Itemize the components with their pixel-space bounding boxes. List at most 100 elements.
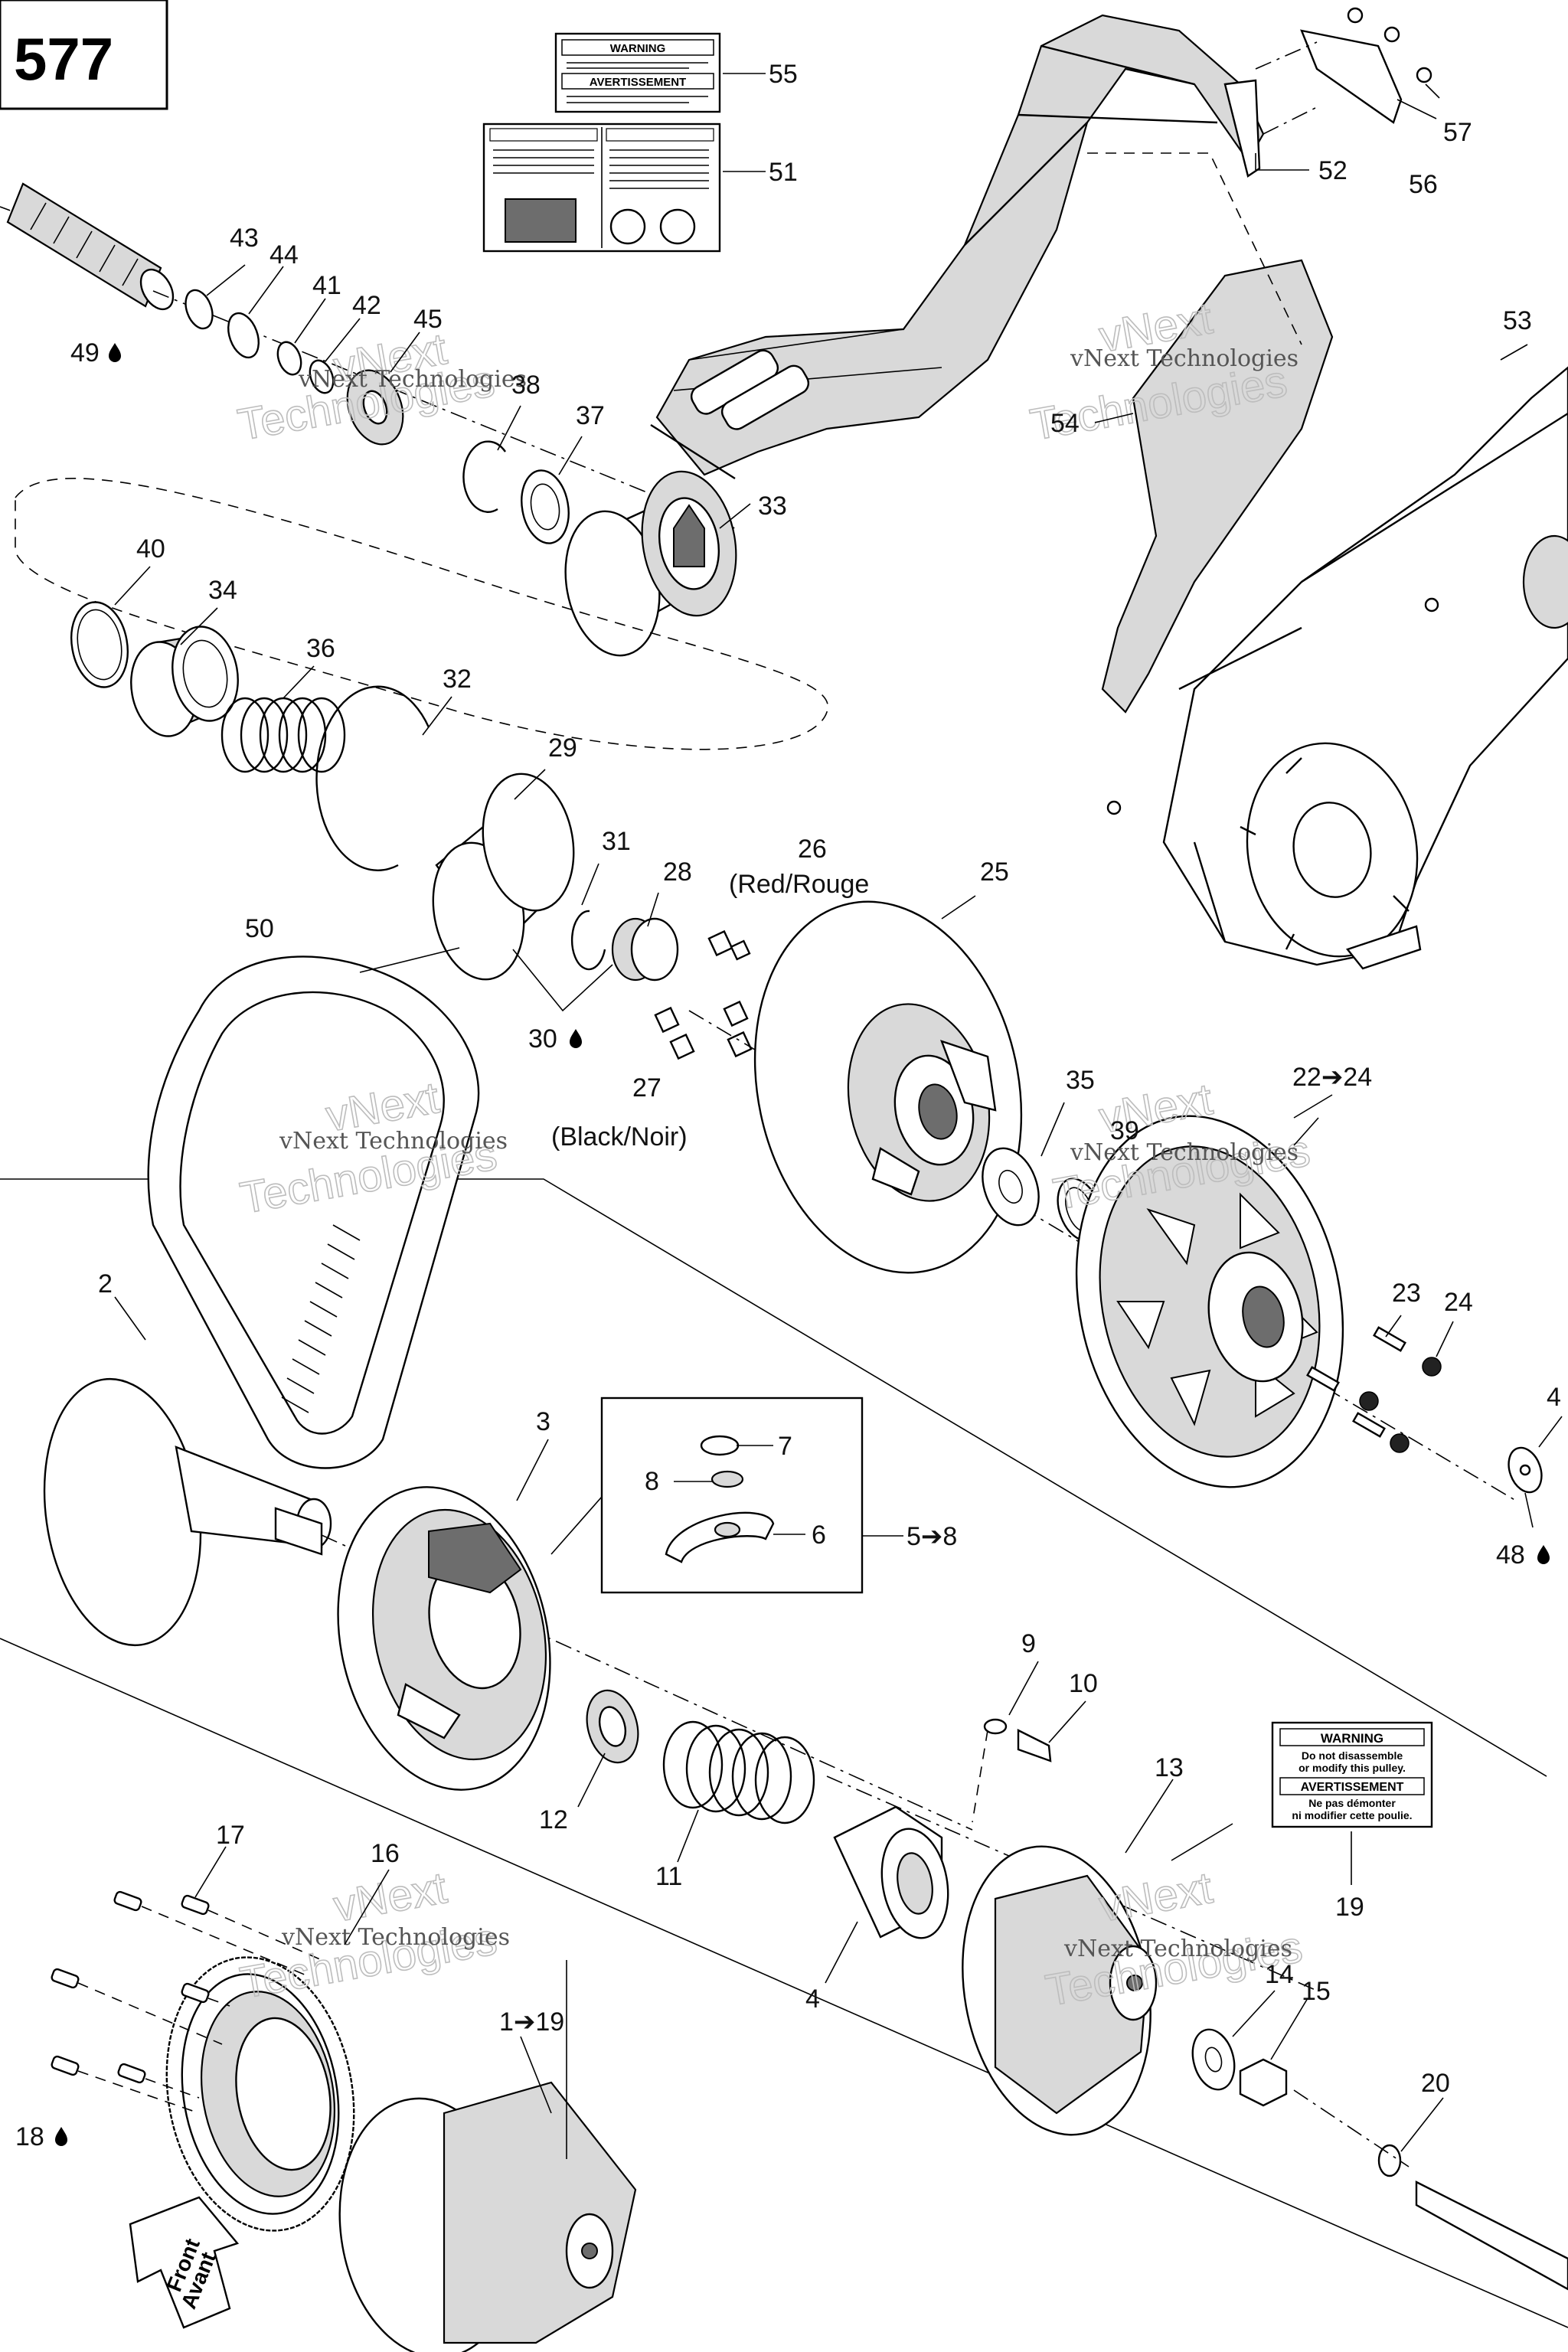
oil-drop-icon [570,1029,582,1048]
label-34: 34 [208,576,237,605]
label-26-color: (Red/Rouge [729,870,869,899]
label-12: 12 [539,1805,568,1834]
page-number: 577 [14,25,113,93]
label-48: 48 [1496,1540,1550,1570]
label-27-color: (Black/Noir) [551,1122,688,1152]
bracket [1255,7,1432,135]
watermark-lowright: vNext Technologies [1063,1936,1292,1962]
label-18: 18 [15,2122,67,2151]
decal-warning-19: WARNING Do not disassemble or modify thi… [1271,1721,1433,1828]
shaft-rings [185,289,404,446]
label-40: 40 [136,534,165,564]
label-50: 50 [245,914,274,943]
driven-fixed-half [1075,1115,1344,1488]
drive-internals [586,1689,1052,1939]
label-26: 26 [798,835,827,864]
decal-19-avert-text: AVERTISSEMENT [1301,1781,1404,1794]
decal-warning-55: WARNING AVERTISSEMENT [554,32,721,113]
watermark-lowright-vnext: vNext [1096,1863,1216,1932]
decal-55-avert-text: AVERTISSEMENT [590,76,686,89]
label-55: 55 [769,60,798,89]
label-33: 33 [758,492,787,521]
driven-cam [564,470,737,657]
page-number-box: 577 [0,0,168,110]
leader-lines [114,73,1563,2159]
decal-warning-51 [482,122,721,253]
label-16: 16 [371,1839,400,1868]
watermark-right: vNext Technologies [1070,345,1298,372]
label-43: 43 [230,224,259,253]
label-38: 38 [511,371,541,400]
drive-belt [147,956,480,1469]
watermark-low-vnext: vNext [330,1863,450,1932]
label-3: 3 [536,1407,550,1436]
label-37: 37 [576,401,605,430]
belt-cover [1087,152,1568,970]
label-19: 19 [1335,1893,1364,1922]
label-44: 44 [270,240,299,270]
watermark-low: vNext Technologies [281,1924,510,1951]
label-10: 10 [1069,1669,1098,1698]
decal-19-line-4: ni modifier cette poulie. [1292,1809,1412,1821]
driven-sheave [753,900,1023,1274]
label-49-text: 49 [70,338,100,368]
label-53: 53 [1503,306,1532,335]
decal-19-line-3: Ne pas démonter [1308,1797,1396,1809]
label-56: 56 [1409,170,1438,199]
label-24: 24 [1444,1288,1473,1317]
label-18-text: 18 [15,2122,44,2151]
label-29: 29 [548,733,577,763]
label-57: 57 [1443,118,1472,147]
decal-19-warning-text: WARNING [1321,1731,1383,1746]
pins-and-nuts [1306,1326,1543,1494]
label-14: 14 [1265,1960,1294,1989]
drive-shaft [0,182,175,311]
label-48-text: 48 [1496,1540,1525,1570]
label-20: 20 [1421,2069,1450,2098]
washer-nut [1191,2028,1568,2291]
watermark-mid: vNext Technologies [279,1128,508,1155]
oil-drop-icon [109,343,121,362]
front-arrow: Front Avant [129,2196,240,2329]
label-25: 25 [980,858,1009,887]
ring-gear-16 [165,1956,355,2232]
label-31: 31 [602,827,631,856]
label-35: 35 [1066,1066,1095,1095]
drive-sheave-3 [337,1486,551,1791]
callout-labels: 55 51 52 56 57 53 54 43 44 41 42 45 49 3… [15,60,1561,2151]
label-30-text: 30 [528,1024,557,1054]
label-4-lower: 4 [805,1984,820,2014]
oil-drop-icon [55,2127,67,2146]
label-7: 7 [778,1432,792,1461]
label-6: 6 [812,1521,826,1550]
label-1: 1➔19 [499,2007,564,2037]
belt-guard [650,14,1265,480]
label-4-upper: 4 [1547,1383,1561,1412]
label-17: 17 [216,1821,245,1850]
label-8: 8 [645,1467,659,1496]
label-22: 22➔24 [1292,1063,1372,1092]
label-51: 51 [769,158,798,187]
label-5: 5➔8 [906,1522,957,1551]
drive-pulley-assembly [338,2081,637,2352]
drive-fixed-half-13 [962,1845,1158,2136]
kit-box [550,1396,864,1594]
label-49: 49 [70,338,121,368]
adjuster-weights [654,929,753,1060]
clip-and-ring [462,440,570,544]
label-28: 28 [663,858,692,887]
bolts [51,1890,322,2114]
watermark-top: vNext Technologies [298,366,527,393]
label-52: 52 [1318,156,1348,185]
oil-drop-icon [1537,1545,1550,1564]
label-11: 11 [655,1862,682,1891]
decal-55-warning-text: WARNING [610,42,666,55]
driven-stack [70,601,679,1012]
label-23: 23 [1392,1279,1421,1308]
decal-19-line-2: or modify this pulley. [1298,1762,1406,1774]
watermark-midright: vNext Technologies [1070,1139,1298,1166]
label-41: 41 [312,271,341,300]
label-39: 39 [1110,1116,1139,1145]
axis-line-lower [321,1534,973,1831]
